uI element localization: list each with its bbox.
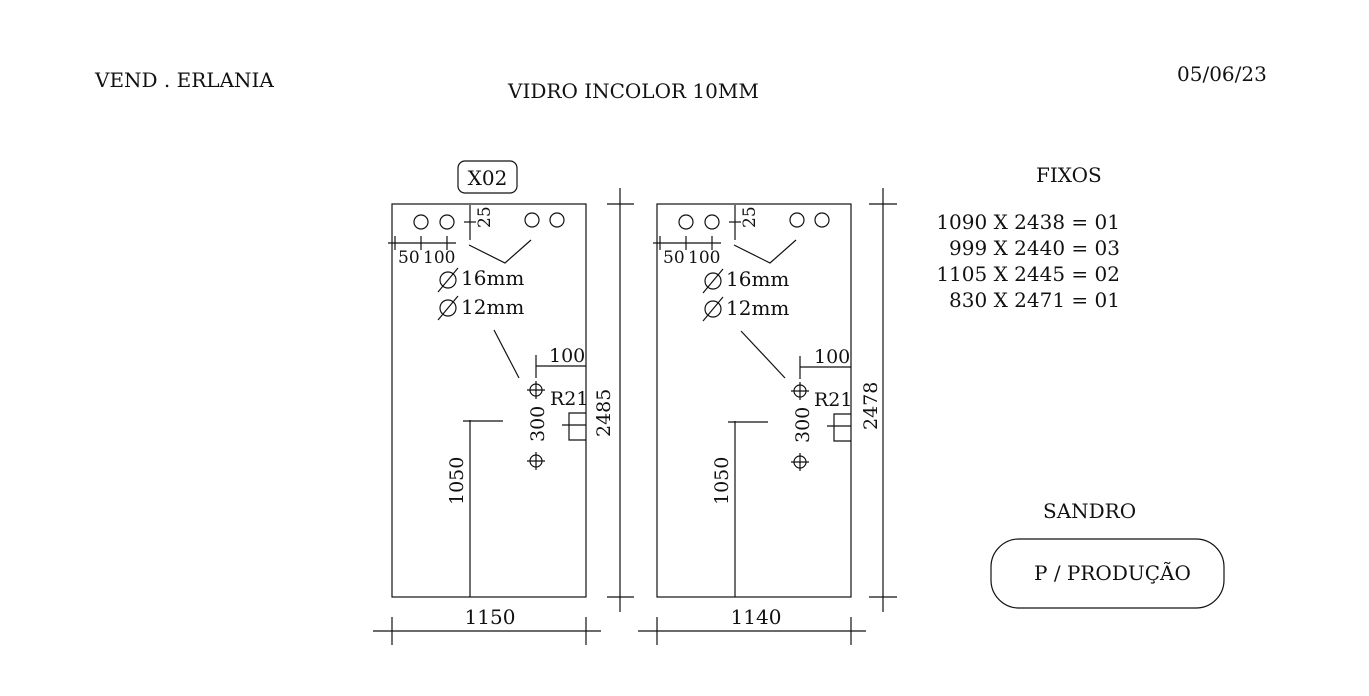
diameter-slash: [437, 267, 459, 293]
diameter-icon: [439, 271, 457, 289]
tag-box: [457, 160, 518, 194]
hole-12: 12mm: [726, 296, 789, 320]
hole-12: 12mm: [461, 295, 524, 319]
panel-2: 50 100 25 16mm 12mm 100 R21 300 1050 247: [638, 188, 897, 645]
date-label: 05/06/23: [1177, 62, 1267, 86]
edge-offset-100: 100: [688, 248, 720, 268]
hole: [678, 214, 694, 230]
hole-spacing-300: 300: [527, 406, 549, 442]
leader-line: [740, 330, 786, 379]
hole-16: 16mm: [461, 266, 524, 290]
panel-1: 50 100 25 16mm 12mm 100 R21 300: [373, 188, 634, 645]
handle-height-1050: 1050: [446, 457, 468, 505]
leader-line: [733, 239, 797, 264]
fixos-item: 999 X 2440 = 03: [949, 236, 1120, 260]
diameter-icon: [439, 299, 457, 317]
diameter-slash: [702, 268, 724, 294]
hole: [789, 212, 805, 228]
top-offset-25: 25: [740, 206, 760, 228]
notch: [568, 412, 586, 441]
right-offset-100: 100: [549, 345, 585, 367]
fixos-item: 830 X 2471 = 01: [949, 288, 1120, 312]
stamp-box: [990, 538, 1225, 609]
fixos-item: 1090 X 2438 = 01: [936, 210, 1120, 234]
handle-height-1050: 1050: [711, 457, 733, 505]
edge-offset-50: 50: [663, 248, 685, 268]
hole: [549, 212, 565, 228]
top-offset-25: 25: [475, 206, 495, 228]
edge-offset-100: 100: [423, 248, 455, 268]
fixos-title: FIXOS: [1036, 163, 1102, 187]
diameter-icon: [704, 272, 722, 290]
hole-spacing-300: 300: [792, 407, 814, 443]
radius-label: R21: [814, 389, 852, 411]
panel-outline: [391, 203, 587, 598]
panel-height: 2478: [860, 382, 882, 430]
tag-label: X02: [468, 166, 508, 190]
notch: [833, 413, 851, 442]
right-offset-100: 100: [814, 346, 850, 368]
panel-width: 1140: [731, 605, 782, 629]
fixos-item: 1105 X 2445 = 02: [936, 262, 1120, 286]
hole: [524, 212, 540, 228]
hole: [413, 214, 429, 230]
leader-line: [468, 239, 532, 264]
diameter-slash: [437, 295, 459, 321]
leader-line: [493, 329, 520, 379]
radius-label: R21: [550, 388, 588, 410]
hole: [814, 212, 830, 228]
vendor-label: VEND . ERLANIA: [95, 68, 274, 92]
hole: [439, 214, 455, 230]
edge-offset-50: 50: [398, 248, 420, 268]
panel-width: 1150: [465, 605, 516, 629]
designer-name: SANDRO: [1043, 499, 1137, 523]
hole-16: 16mm: [726, 267, 789, 291]
material-title: VIDRO INCOLOR 10MM: [508, 79, 759, 103]
diameter-icon: [704, 300, 722, 318]
panel-height: 2485: [593, 389, 615, 437]
hole: [704, 214, 720, 230]
production-stamp: P / PRODUÇÃO: [1034, 561, 1191, 585]
panel-outline: [656, 203, 852, 598]
diameter-slash: [702, 296, 724, 322]
